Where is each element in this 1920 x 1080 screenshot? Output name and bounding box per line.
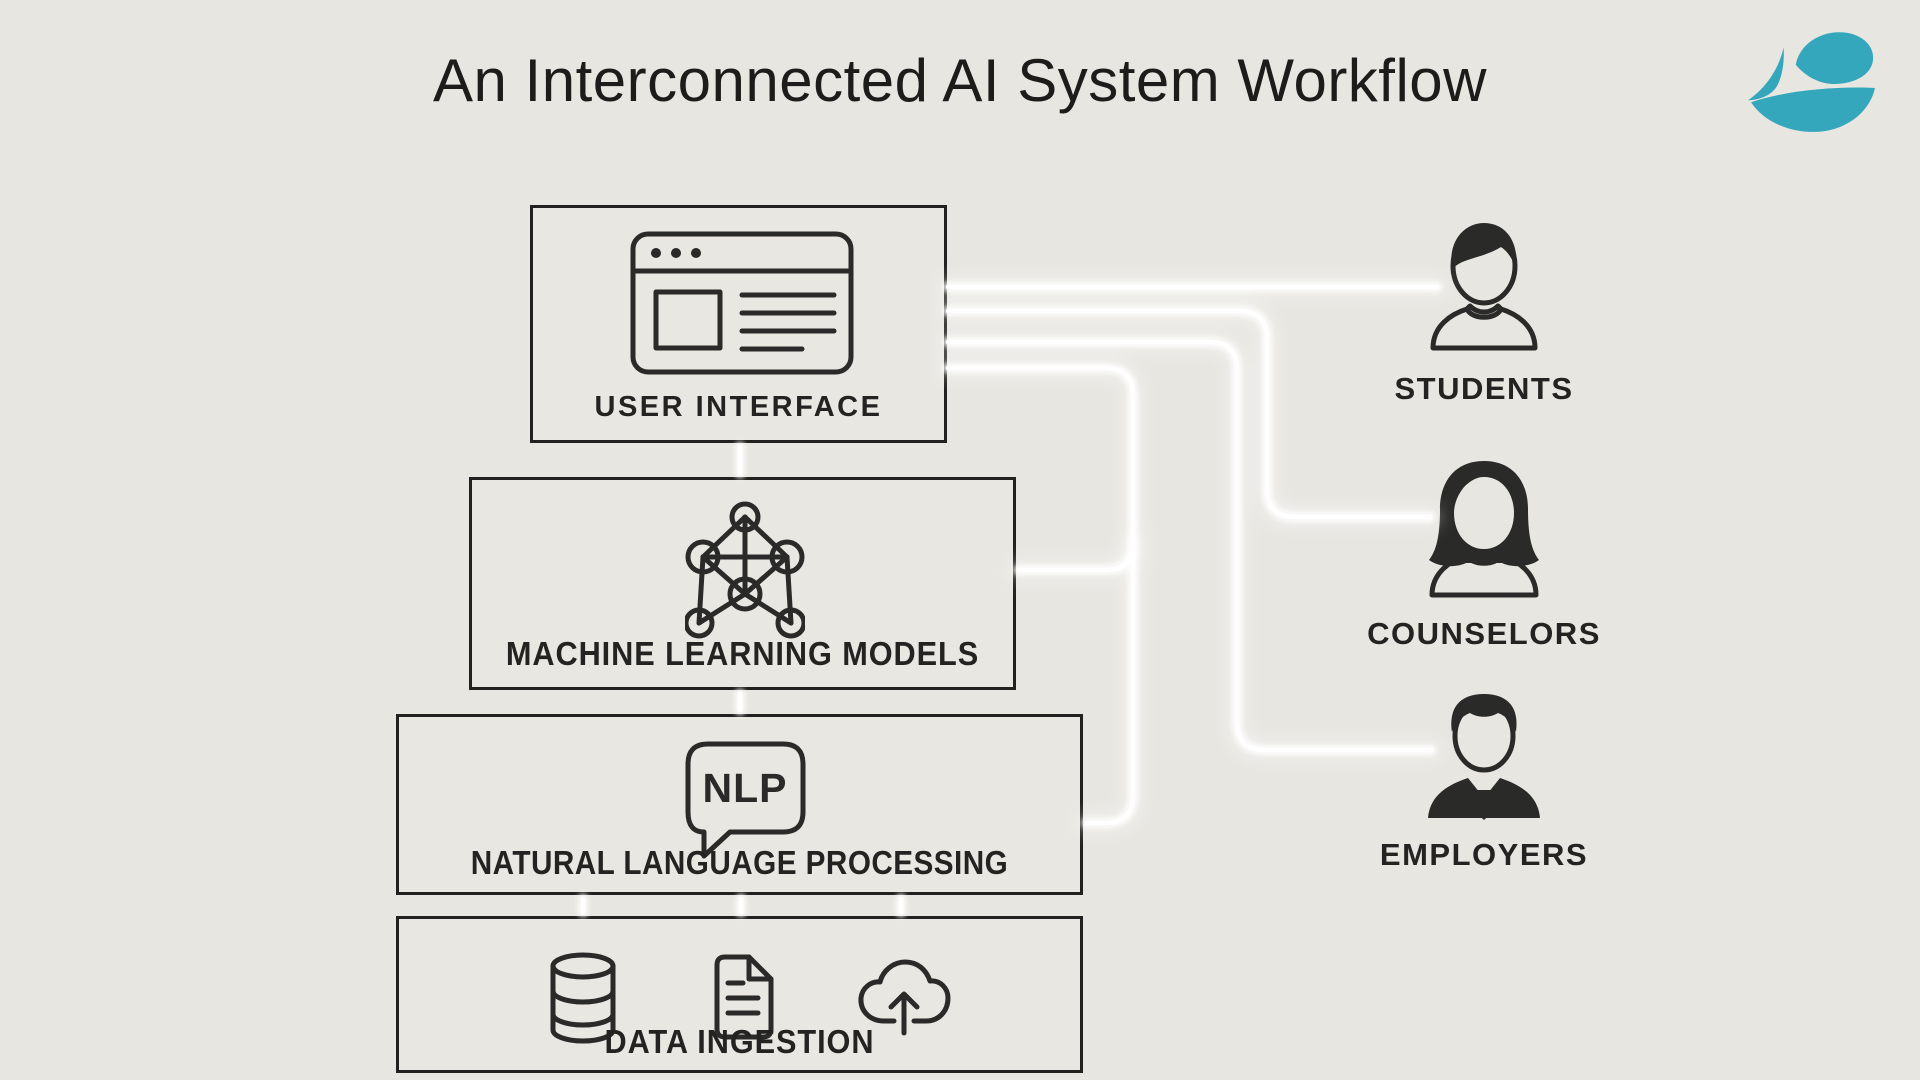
nlp-bubble-text: NLP <box>703 765 788 811</box>
node-label-natural-language-processing: NATURAL LANGUAGE PROCESSING <box>470 844 1009 881</box>
page-title: An Interconnected AI System Workflow <box>432 47 1488 114</box>
teal-bird-mark <box>1748 32 1875 132</box>
node-label-user-interface: USER INTERFACE <box>594 391 883 423</box>
actor-label-counselors: COUNSELORS <box>1367 616 1601 651</box>
node-machine-learning-models: MACHINE LEARNING MODELS <box>469 477 1016 690</box>
actor-label-employers: EMPLOYERS <box>1379 837 1589 872</box>
connector-branch-ml <box>1013 536 1139 576</box>
speech-bubble-icon: NLP <box>685 741 806 859</box>
student-person-icon <box>1430 223 1538 351</box>
node-natural-language-processing: NLP NATURAL LANGUAGE PROCESSING <box>396 714 1083 895</box>
brand-logo <box>1748 32 1875 132</box>
document-icon <box>714 954 774 1040</box>
node-data-ingestion: DATA INGESTION <box>396 916 1083 1073</box>
node-user-interface: USER INTERFACE <box>530 205 947 443</box>
actor-label-students: STUDENTS <box>1394 371 1574 406</box>
neural-network-icon <box>685 501 805 639</box>
node-label-machine-learning-models: MACHINE LEARNING MODELS <box>505 635 980 672</box>
browser-window-icon <box>630 231 854 375</box>
node-label-data-ingestion: DATA INGESTION <box>604 1023 875 1060</box>
actor-students: STUDENTS <box>1354 214 1614 407</box>
employer-person-icon <box>1428 694 1540 820</box>
actor-counselors: COUNSELORS <box>1354 455 1614 652</box>
cloud-upload-icon <box>858 959 951 1036</box>
counselor-person-icon <box>1429 461 1539 598</box>
actor-employers: EMPLOYERS <box>1354 688 1614 873</box>
database-icon <box>550 952 616 1044</box>
